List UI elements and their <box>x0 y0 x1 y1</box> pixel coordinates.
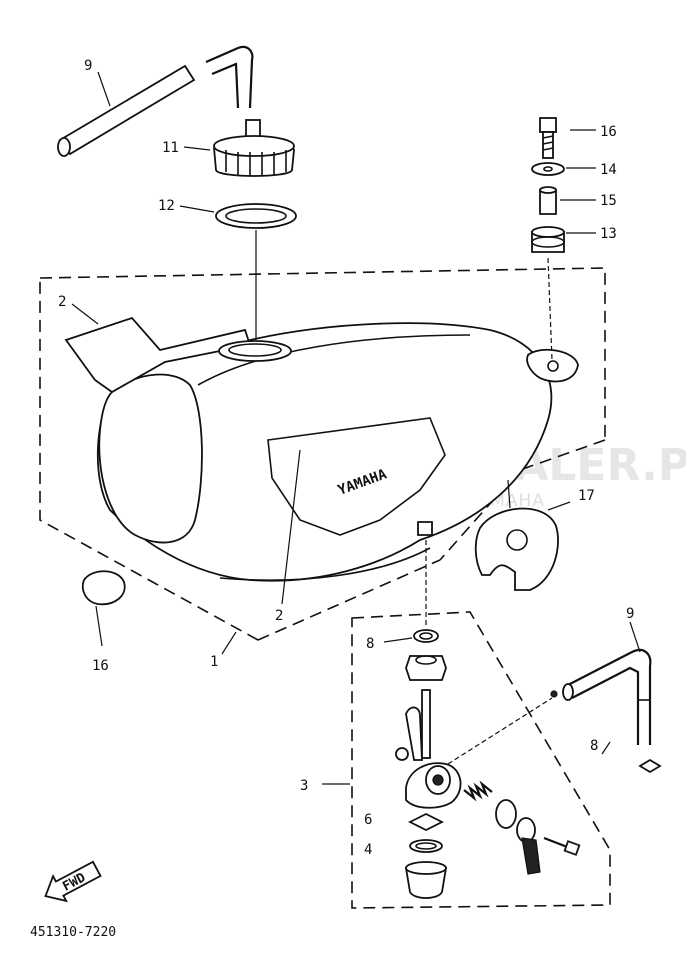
fuel-cock-screw <box>543 836 581 856</box>
callout-15: 16 <box>600 124 617 140</box>
callout-17: 17 <box>578 488 595 504</box>
fuel-cock-lever <box>516 817 541 875</box>
callout-2-bracket: 2 <box>58 294 66 310</box>
fuel-tank: YAMAHA <box>64 316 579 582</box>
callout-1: 1 <box>210 654 218 670</box>
fuel-cock-cup <box>404 861 448 899</box>
part-7-fuel-hose <box>562 648 652 745</box>
part-17-damper <box>474 507 559 591</box>
callout-10: 11 <box>162 140 179 156</box>
callout-3: 3 <box>300 778 308 794</box>
callout-8: 8 <box>590 738 598 754</box>
part-13-washer <box>531 162 565 176</box>
callout-7: 9 <box>626 606 634 622</box>
fuel-cock-washer <box>495 799 517 829</box>
tank-assembly-outline <box>39 267 606 641</box>
callout-5: 6 <box>364 812 372 828</box>
part-4-o-ring <box>409 839 443 853</box>
part-10-fuel-cap <box>213 119 295 177</box>
fuel-cock-body <box>395 689 462 809</box>
part-11-gasket <box>215 203 297 229</box>
fwd-arrow: FWD <box>44 860 102 903</box>
diagram-code: 451310-7220 <box>30 925 116 940</box>
callout-2-decal: 2 <box>275 608 283 624</box>
part-16-plug <box>81 570 126 606</box>
fuel-cock-spring <box>463 780 493 802</box>
callout-12: 13 <box>600 226 617 242</box>
fuel-cock-outline <box>351 611 611 909</box>
part-14-collar <box>539 186 557 215</box>
callout-6: 8 <box>366 636 374 652</box>
callout-11: 12 <box>158 198 175 214</box>
part-8-clip <box>550 690 662 774</box>
callout-14: 15 <box>600 193 617 209</box>
part-6-o-ring <box>413 629 439 643</box>
fuel-cock-nut <box>405 655 447 681</box>
part-12-damper <box>531 226 565 253</box>
part-9-bent-pipe <box>205 45 254 109</box>
part-15-bolt <box>539 117 557 159</box>
part-5-gasket <box>407 812 445 832</box>
callout-9: 9 <box>84 58 92 74</box>
callout-13: 14 <box>600 162 617 178</box>
callout-4: 4 <box>364 842 372 858</box>
callout-16: 16 <box>92 658 109 674</box>
